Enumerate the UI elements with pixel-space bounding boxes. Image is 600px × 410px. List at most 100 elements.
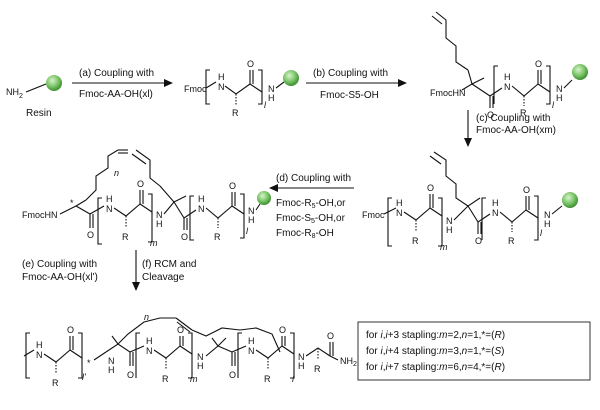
atom-o: O: [427, 183, 434, 193]
step-d-line1: (d) Coupling with: [276, 173, 351, 184]
step-a-line2: Fmoc-AA-OH(xl): [79, 89, 153, 100]
atom-n: N: [146, 346, 153, 356]
step-b-line2: Fmoc-S5-OH: [320, 90, 379, 101]
atom-o: O: [67, 325, 74, 335]
stapling-row-3: for i,i+7 stapling:m=6,n=4,*=(R): [366, 362, 505, 373]
step-a-line1: (a) Coupling with: [79, 68, 154, 79]
atom-o: O: [181, 232, 188, 242]
atom-h: H: [248, 215, 255, 225]
atom-n: N: [446, 216, 453, 226]
atom-n: N: [156, 210, 163, 220]
atom-r: R: [412, 236, 419, 246]
step-c-line1: (c) Coupling with: [476, 113, 550, 124]
atom-h: H: [446, 225, 453, 235]
resin-bead-3: [572, 64, 588, 80]
atom-h: H: [544, 219, 551, 229]
stapling-row-1: for i,i+3 stapling:m=2,n=1,*=(R): [366, 330, 505, 341]
step-e-line1: (e) Coupling with: [22, 259, 97, 270]
resin-bead-4: [562, 192, 578, 208]
atom-h: H: [492, 198, 499, 208]
atom-r: R: [214, 232, 221, 242]
compound-5: n FmocHN * O H N R O m N H O H N: [22, 149, 271, 248]
index-lprime: l': [82, 372, 86, 382]
atom-o: O: [487, 110, 494, 120]
atom-n: N: [492, 208, 499, 218]
index-m: m: [440, 242, 448, 252]
index-l: l: [552, 100, 555, 110]
atom-h: H: [556, 93, 563, 103]
step-b-line1: (b) Coupling with: [313, 68, 388, 79]
atom-n: N: [218, 82, 225, 92]
atom-o: O: [137, 179, 144, 189]
step-f-line2: Cleavage: [142, 272, 185, 283]
atom-fmochn: FmocHN: [430, 88, 466, 98]
atom-o: O: [127, 370, 134, 380]
atom-o: O: [229, 181, 236, 191]
atom-n: N: [248, 346, 255, 356]
arrow-step-a: (a) Coupling with Fmoc-AA-OH(xl): [72, 68, 173, 100]
index-l: l: [264, 100, 267, 110]
atom-h: H: [156, 219, 163, 229]
atom-h: H: [248, 336, 255, 346]
atom-r: R: [162, 374, 169, 384]
atom-n: N: [396, 208, 403, 218]
index-m: m: [150, 238, 158, 248]
atom-fmoc: Fmoc: [362, 210, 385, 220]
resin-bead-5: [257, 191, 271, 205]
compound-2: Fmoc H N R O l N H: [184, 59, 299, 118]
step-f-line1: (f) RCM and: [142, 259, 196, 270]
stapling-legend-box: for i,i+3 stapling:m=2,n=1,*=(R) for i,i…: [357, 321, 591, 381]
resin-bead-2: [283, 70, 299, 86]
compound-3: FmocHN O H N R O l N H: [430, 11, 588, 120]
index-l: l: [540, 228, 543, 238]
atom-o: O: [279, 325, 286, 335]
atom-r: R: [314, 364, 321, 374]
resin-bead-1: [46, 75, 62, 91]
step-d-line3: Fmoc-S5-OH,or: [276, 213, 346, 225]
atom-r: R: [232, 108, 239, 118]
atom-o: O: [229, 370, 236, 380]
atom-h: H: [268, 93, 275, 103]
stereo-star: *: [70, 198, 74, 208]
index-m: m: [190, 374, 198, 384]
atom-fmoc: Fmoc: [184, 84, 207, 94]
atom-n: N: [36, 350, 43, 360]
compound-stapled-peptide: H N R O l' * N H n O H N R O: [23, 312, 357, 388]
atom-h: H: [298, 361, 305, 371]
index-n: n: [114, 168, 119, 178]
atom-fmochn: FmocHN: [22, 210, 58, 220]
stapling-row-2: for i,i+4 stapling:m=3,n=1,*=(S): [366, 346, 505, 357]
atom-nh2: NH2: [340, 356, 357, 368]
atom-o: O: [87, 230, 94, 240]
atom-n: N: [544, 210, 551, 220]
atom-h: H: [36, 340, 43, 350]
atom-n: N: [556, 84, 563, 94]
atom-n: N: [108, 356, 115, 366]
atom-h: H: [197, 361, 204, 371]
arrow-step-c: (c) Coupling with Fmoc-AA-OH(xm): [464, 110, 556, 147]
step-c-line2: Fmoc-AA-OH(xm): [476, 125, 556, 136]
atom-r: R: [52, 378, 59, 388]
atom-r: R: [508, 236, 515, 246]
atom-o: O: [177, 325, 184, 335]
atom-o: O: [535, 59, 542, 69]
atom-r: R: [264, 374, 271, 384]
atom-o: O: [523, 185, 530, 195]
atom-h: H: [108, 365, 115, 375]
atom-r: R: [122, 232, 129, 242]
step-d-line2: Fmoc-R5-OH,or: [276, 198, 346, 210]
arrow-step-d: (d) Coupling with Fmoc-R5-OH,or Fmoc-S5-…: [269, 173, 354, 240]
arrow-step-ef: (e) Coupling with Fmoc-AA-OH(xl') (f) RC…: [22, 250, 196, 291]
atom-o: O: [247, 59, 254, 69]
atom-n: N: [248, 206, 255, 216]
atom-h: H: [504, 72, 511, 82]
index-n: n: [144, 312, 149, 322]
step-d-line4: Fmoc-R8-OH: [276, 228, 334, 240]
atom-n: N: [198, 204, 205, 214]
atom-n: N: [504, 82, 511, 92]
atom-n: N: [197, 352, 204, 362]
index-l: l: [246, 226, 249, 236]
atom-h: H: [198, 194, 205, 204]
atom-h: H: [396, 198, 403, 208]
